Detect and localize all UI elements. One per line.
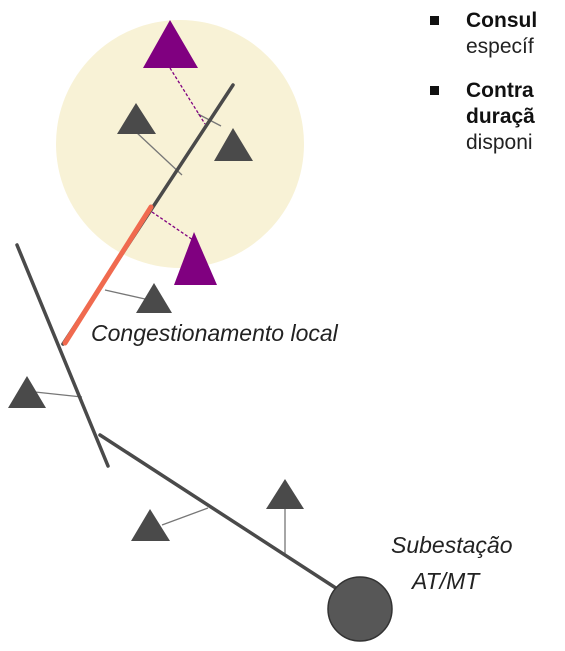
congestion-label: Congestionamento local (91, 320, 338, 346)
substation-type-label: AT/MT (412, 568, 480, 594)
bullet-item: Contra duraçã disponi (428, 78, 537, 156)
congested-feeder-segment (62, 204, 154, 346)
bullet-text: específ (466, 35, 534, 58)
bullet-list: Consul específ Contra duraçã disponi (428, 8, 537, 174)
asset-triangle-icon (131, 509, 170, 541)
congestion-zone (56, 20, 304, 268)
connector-line (135, 131, 183, 176)
asset-triangle-icon (136, 283, 172, 313)
connector-line (104, 289, 146, 300)
feeder-line (15, 243, 110, 468)
bullet-bold-text: Contra (466, 79, 534, 102)
substation-circle-icon (327, 576, 393, 642)
bullet-bold-text: Consul (466, 9, 538, 32)
connector-line (34, 391, 83, 398)
asset-triangle-icon (214, 128, 253, 161)
asset-triangle-icon (117, 103, 156, 134)
flex-asset-triangle-icon (174, 232, 217, 285)
flex-link-line (169, 67, 206, 125)
connector-line (161, 507, 209, 526)
bullet-text: disponi (466, 131, 533, 154)
asset-triangle-icon (266, 479, 304, 509)
asset-triangle-icon (8, 376, 46, 408)
substation-label: Subestação (391, 532, 513, 558)
square-bullet-icon (430, 16, 439, 25)
flex-asset-triangle-icon (143, 20, 198, 68)
square-bullet-icon (430, 86, 439, 95)
bullet-bold-text: duraçã (466, 105, 535, 128)
bullet-item: Consul específ (428, 8, 537, 60)
flex-link-line (151, 211, 194, 241)
feeder-line (98, 433, 347, 596)
